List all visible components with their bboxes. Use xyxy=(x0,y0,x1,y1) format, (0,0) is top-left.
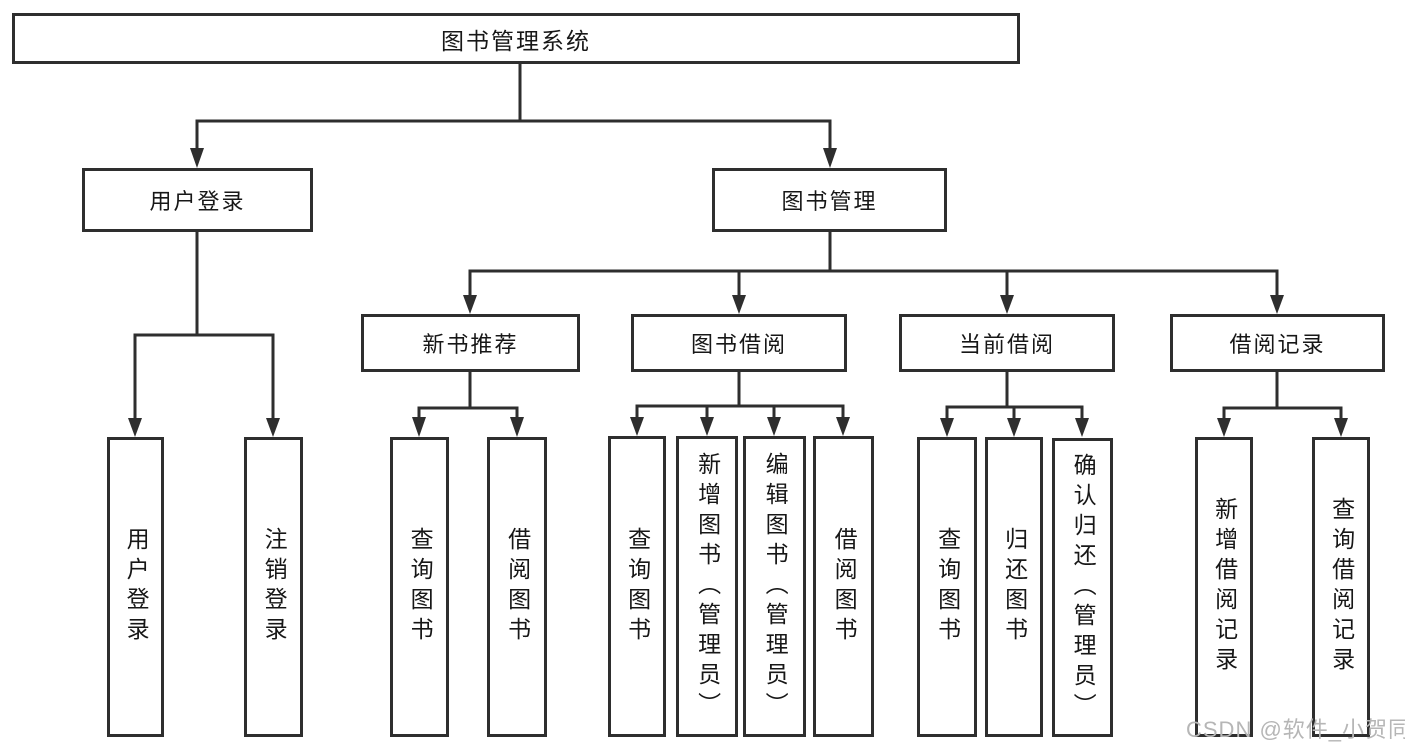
node-borrowing-records: 借阅记录 xyxy=(1170,314,1385,372)
csdn-watermark: CSDN @软件_小贺同学 xyxy=(1186,717,1405,742)
leaf-cb-return-books: 归还图书 xyxy=(985,437,1043,737)
leaf-user-login: 用户登录 xyxy=(107,437,164,737)
node-label: 编辑图书（管理员） xyxy=(762,451,789,722)
node-label: 查询图书 xyxy=(934,527,961,647)
node-label: 归还图书 xyxy=(1001,527,1028,647)
node-label: 借阅图书 xyxy=(831,526,858,647)
node-label: 新书推荐 xyxy=(422,332,519,357)
node-user-login: 用户登录 xyxy=(82,168,313,232)
leaf-bb-add-books-admin: 新增图书（管理员） xyxy=(676,436,738,737)
leaf-nbr-query-books: 查询图书 xyxy=(390,437,449,737)
leaf-bb-edit-books-admin: 编辑图书（管理员） xyxy=(743,436,806,737)
node-label: 确认归还（管理员） xyxy=(1070,452,1097,723)
node-label: 图书借阅 xyxy=(690,332,787,357)
node-library-management-system: 图书管理系统 xyxy=(12,13,1020,64)
node-book-management: 图书管理 xyxy=(712,168,947,232)
leaf-bb-borrow-books: 借阅图书 xyxy=(813,436,874,737)
node-label: 借阅图书 xyxy=(504,527,531,647)
leaf-cb-query-books: 查询图书 xyxy=(917,437,977,737)
node-label: 用户登录 xyxy=(123,527,150,647)
node-label: 借阅记录 xyxy=(1229,332,1326,357)
node-book-borrowing: 图书借阅 xyxy=(631,314,847,372)
leaf-br-add-borrow-record: 新增借阅记录 xyxy=(1195,437,1253,737)
leaf-nbr-borrow-books: 借阅图书 xyxy=(487,437,547,737)
leaf-br-query-borrow-record: 查询借阅记录 xyxy=(1312,437,1370,737)
node-current-borrowing: 当前借阅 xyxy=(899,314,1115,372)
node-label: 图书管理 xyxy=(781,189,878,214)
node-label: 查询图书 xyxy=(407,527,434,647)
leaf-logout-login: 注销登录 xyxy=(244,437,303,737)
node-new-book-recommend: 新书推荐 xyxy=(361,314,580,372)
node-label: 查询图书 xyxy=(624,526,651,647)
node-label: 新增借阅记录 xyxy=(1211,497,1238,677)
node-label: 当前借阅 xyxy=(958,332,1055,357)
node-label: 查询借阅记录 xyxy=(1328,497,1355,677)
leaf-bb-query-books: 查询图书 xyxy=(608,436,666,737)
node-label: 用户登录 xyxy=(149,189,246,214)
node-label: 图书管理系统 xyxy=(441,27,591,54)
node-label: 注销登录 xyxy=(261,527,288,647)
node-label: 新增图书（管理员） xyxy=(694,451,721,722)
leaf-cb-confirm-return-admin: 确认归还（管理员） xyxy=(1052,438,1113,737)
